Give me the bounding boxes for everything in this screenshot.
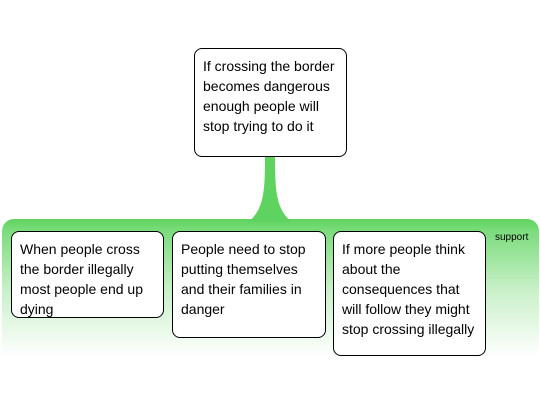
- reason-box-3[interactable]: If more people think about the consequen…: [333, 231, 486, 356]
- reason-box-1[interactable]: When people cross the border illegally m…: [11, 231, 164, 318]
- claim-box[interactable]: If crossing the border becomes dangerous…: [194, 48, 347, 157]
- support-connector-stem: [248, 157, 292, 222]
- support-label: support: [495, 232, 529, 243]
- reason-box-2[interactable]: People need to stop putting themselves a…: [172, 231, 326, 338]
